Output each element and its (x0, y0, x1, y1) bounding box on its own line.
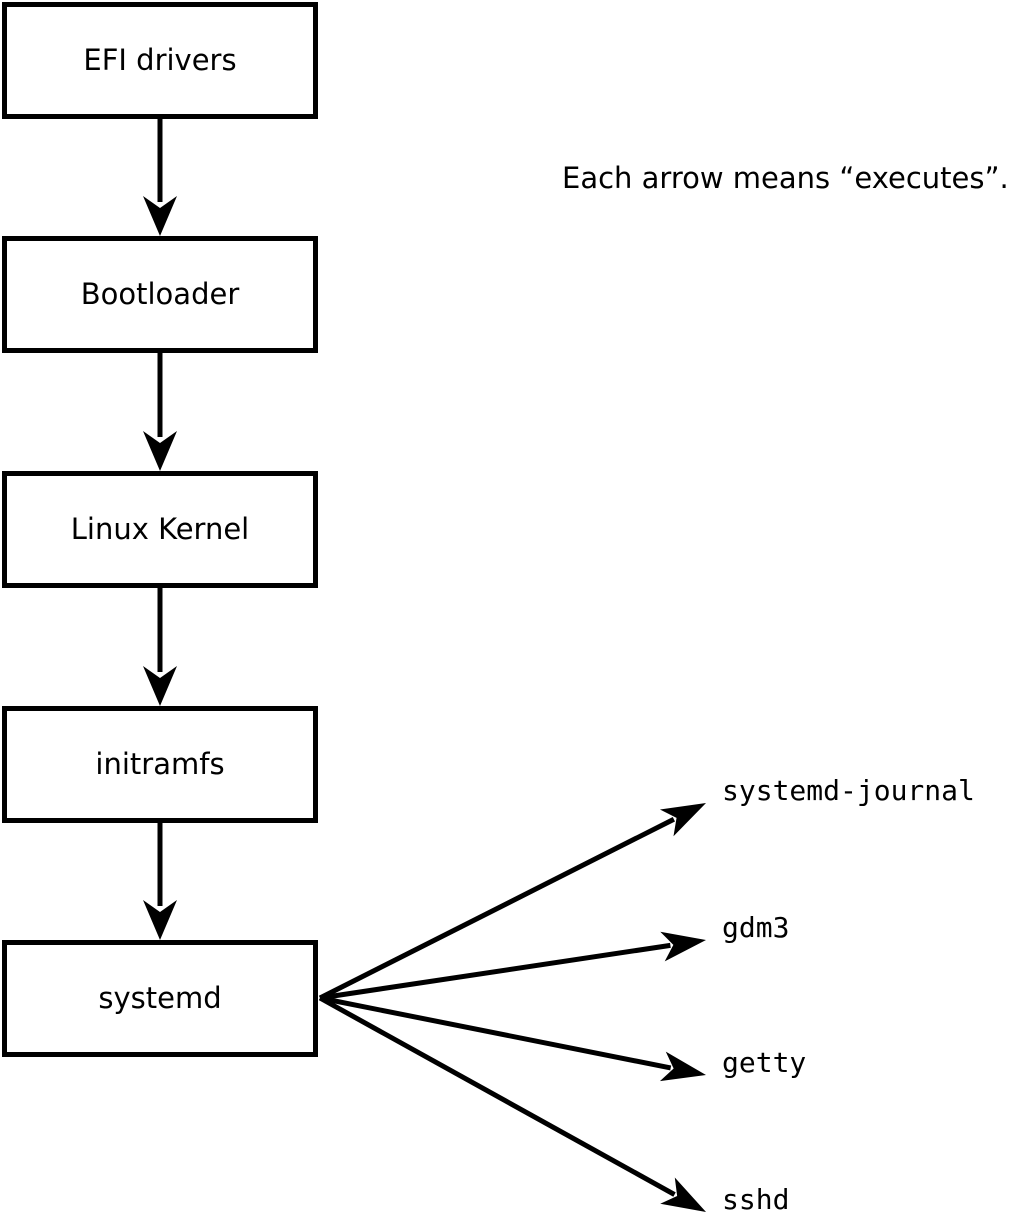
stage-label-systemd: systemd (98, 981, 222, 1015)
fan-arrow-head-getty (659, 1051, 706, 1082)
fan-arrow-shaft-getty (319, 995, 672, 1071)
leaf-label-systemd-journal[interactable]: systemd-journal (722, 774, 975, 807)
stage-label-linux-kernel: Linux Kernel (70, 512, 250, 546)
stage-label-efi-drivers: EFI drivers (83, 43, 237, 77)
leaf-label-gdm3[interactable]: gdm3 (722, 911, 790, 944)
arrow-head-efi-to-bootloader (143, 196, 177, 236)
stage-label-initramfs: initramfs (95, 747, 225, 781)
stage-box-bootloader[interactable]: Bootloader (2, 236, 318, 353)
fan-arrow-head-systemd-journal (659, 803, 706, 837)
arrow-head-bootloader-to-kernel (143, 431, 177, 471)
fan-arrow-shaft-sshd (318, 995, 676, 1197)
stage-box-initramfs[interactable]: initramfs (2, 706, 318, 823)
stage-box-linux-kernel[interactable]: Linux Kernel (2, 471, 318, 588)
stage-box-systemd[interactable]: systemd (2, 940, 318, 1057)
vertical-arrow-group (143, 119, 177, 940)
fan-arrow-group (318, 803, 706, 1212)
arrow-head-initramfs-to-systemd (143, 900, 177, 940)
fan-arrow-shaft-systemd-journal (318, 816, 675, 1001)
stage-label-bootloader: Bootloader (80, 277, 240, 311)
leaf-label-getty[interactable]: getty (722, 1046, 807, 1079)
stage-box-efi-drivers[interactable]: EFI drivers (2, 2, 318, 119)
annotation-text: Each arrow means “executes”. (562, 161, 1009, 195)
arrow-head-kernel-to-initramfs (143, 666, 177, 706)
fan-arrow-head-sshd (660, 1177, 706, 1212)
fan-arrow-head-gdm3 (660, 931, 706, 962)
leaf-label-sshd[interactable]: sshd (722, 1183, 790, 1216)
fan-arrow-shaft-gdm3 (319, 942, 671, 1001)
